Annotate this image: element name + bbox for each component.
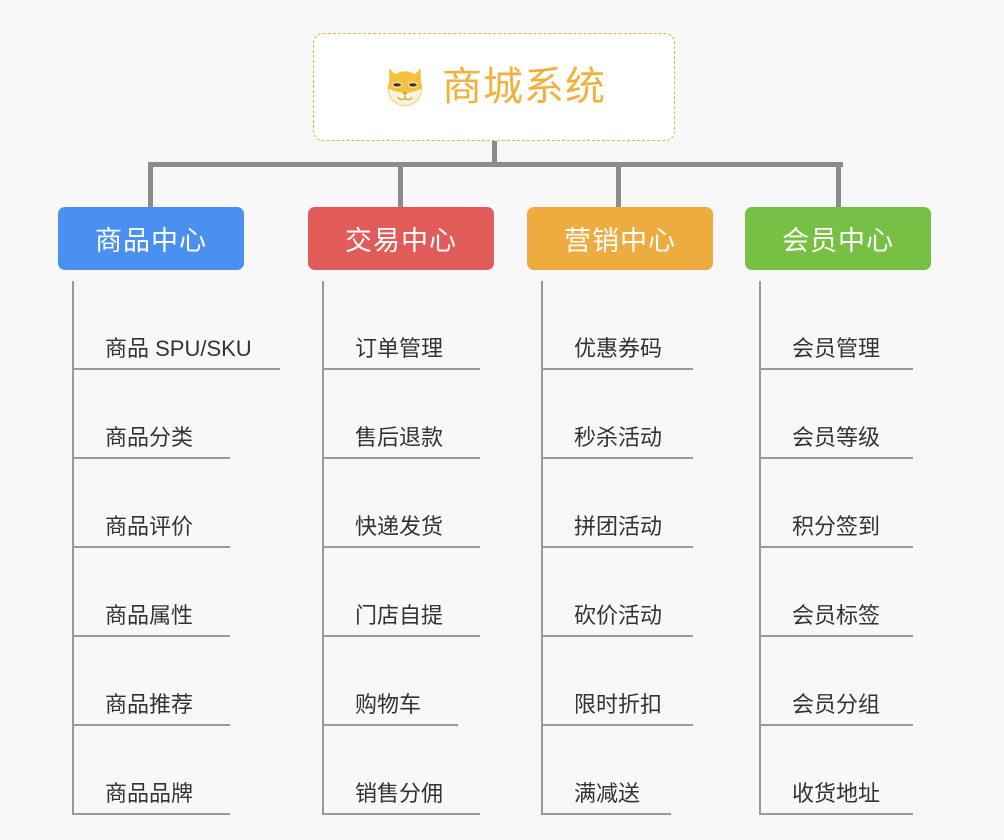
item-label: 砍价活动 <box>574 603 663 628</box>
item-column-product-center: 商品 SPU/SKU 商品分类 商品评价 商品属性 商品推荐 商品品牌 <box>72 281 280 815</box>
list-item[interactable]: 门店自提 <box>322 548 480 637</box>
connector-drop-member-center <box>836 162 841 208</box>
item-label: 会员等级 <box>792 425 881 450</box>
item-label: 门店自提 <box>355 603 444 628</box>
item-label: 销售分佣 <box>355 781 444 806</box>
list-item[interactable]: 订单管理 <box>322 281 480 370</box>
list-item[interactable]: 拼团活动 <box>541 459 693 548</box>
column-rail <box>322 281 324 815</box>
root-title: 商城系统 <box>442 65 606 109</box>
item-label: 订单管理 <box>355 336 444 361</box>
list-item[interactable]: 砍价活动 <box>541 548 693 637</box>
item-label: 拼团活动 <box>574 514 663 539</box>
item-rule <box>759 813 913 815</box>
item-rule <box>322 635 480 637</box>
item-rule <box>322 813 480 815</box>
list-item[interactable]: 商品评价 <box>72 459 252 548</box>
item-label: 购物车 <box>355 692 422 717</box>
item-rule <box>72 813 230 815</box>
item-label: 秒杀活动 <box>574 425 663 450</box>
connector-drop-trade-center <box>398 162 403 208</box>
item-rule <box>72 546 230 548</box>
item-label: 售后退款 <box>355 425 444 450</box>
item-rule <box>541 546 693 548</box>
item-label: 商品分类 <box>105 425 194 450</box>
list-item[interactable]: 商品分类 <box>72 370 252 459</box>
item-column-member-center: 会员管理 会员等级 积分签到 会员标签 会员分组 收货地址 <box>759 281 913 815</box>
category-chip-marketing-center[interactable]: 营销中心 <box>527 207 713 270</box>
category-chip-product-center[interactable]: 商品中心 <box>58 207 244 270</box>
item-rule <box>541 635 693 637</box>
category-label: 商品中心 <box>95 226 207 256</box>
item-rule <box>322 457 480 459</box>
item-label: 商品推荐 <box>105 692 194 717</box>
list-item[interactable]: 商品属性 <box>72 548 252 637</box>
item-column-trade-center: 订单管理 售后退款 快递发货 门店自提 购物车 销售分佣 <box>322 281 480 815</box>
list-item[interactable]: 会员标签 <box>759 548 913 637</box>
category-label: 会员中心 <box>782 226 894 256</box>
list-item[interactable]: 快递发货 <box>322 459 480 548</box>
list-item[interactable]: 限时折扣 <box>541 637 693 726</box>
item-rule <box>759 546 913 548</box>
item-rule <box>759 368 913 370</box>
item-label: 快递发货 <box>355 514 444 539</box>
item-rule <box>72 457 230 459</box>
item-rule <box>541 724 693 726</box>
root-node[interactable]: 商城系统 <box>313 33 675 141</box>
list-item[interactable]: 积分签到 <box>759 459 913 548</box>
list-item[interactable]: 商品推荐 <box>72 637 252 726</box>
item-rule <box>72 635 230 637</box>
connector-drop-product-center <box>148 162 153 208</box>
list-item[interactable]: 满减送 <box>541 726 671 815</box>
item-label: 商品 SPU/SKU <box>105 336 252 361</box>
connector-trunk <box>492 141 497 165</box>
item-rule <box>322 724 458 726</box>
category-chip-trade-center[interactable]: 交易中心 <box>308 207 494 270</box>
column-rail <box>759 281 761 815</box>
item-label: 收货地址 <box>792 781 881 806</box>
item-rule <box>541 813 671 815</box>
list-item[interactable]: 售后退款 <box>322 370 480 459</box>
list-item[interactable]: 商品 SPU/SKU <box>72 281 280 370</box>
item-rule <box>72 724 230 726</box>
item-label: 会员标签 <box>792 603 881 628</box>
item-rule <box>322 546 480 548</box>
list-item[interactable]: 会员分组 <box>759 637 913 726</box>
column-rail <box>72 281 74 815</box>
list-item[interactable]: 购物车 <box>322 637 458 726</box>
item-label: 商品品牌 <box>105 781 194 806</box>
item-rule <box>759 457 913 459</box>
item-label: 满减送 <box>574 781 641 806</box>
list-item[interactable]: 销售分佣 <box>322 726 480 815</box>
item-label: 积分签到 <box>792 514 881 539</box>
list-item[interactable]: 会员管理 <box>759 281 913 370</box>
item-rule <box>322 368 480 370</box>
column-rail <box>541 281 543 815</box>
item-label: 商品属性 <box>105 603 194 628</box>
list-item[interactable]: 收货地址 <box>759 726 913 815</box>
list-item[interactable]: 秒杀活动 <box>541 370 693 459</box>
category-label: 营销中心 <box>564 226 676 256</box>
category-chip-member-center[interactable]: 会员中心 <box>745 207 931 270</box>
item-rule <box>541 368 693 370</box>
item-rule <box>72 368 280 370</box>
item-rule <box>759 724 913 726</box>
item-rule <box>541 457 693 459</box>
shiba-dog-icon <box>387 68 423 108</box>
item-label: 限时折扣 <box>574 692 663 717</box>
item-label: 会员分组 <box>792 692 881 717</box>
item-label: 商品评价 <box>105 514 194 539</box>
list-item[interactable]: 会员等级 <box>759 370 913 459</box>
item-rule <box>759 635 913 637</box>
list-item[interactable]: 优惠券码 <box>541 281 693 370</box>
list-item[interactable]: 商品品牌 <box>72 726 252 815</box>
item-column-marketing-center: 优惠券码 秒杀活动 拼团活动 砍价活动 限时折扣 满减送 <box>541 281 693 815</box>
connector-bus <box>150 162 843 167</box>
item-label: 会员管理 <box>792 336 881 361</box>
category-label: 交易中心 <box>345 226 457 256</box>
connector-drop-marketing-center <box>616 162 621 208</box>
item-label: 优惠券码 <box>574 336 663 361</box>
